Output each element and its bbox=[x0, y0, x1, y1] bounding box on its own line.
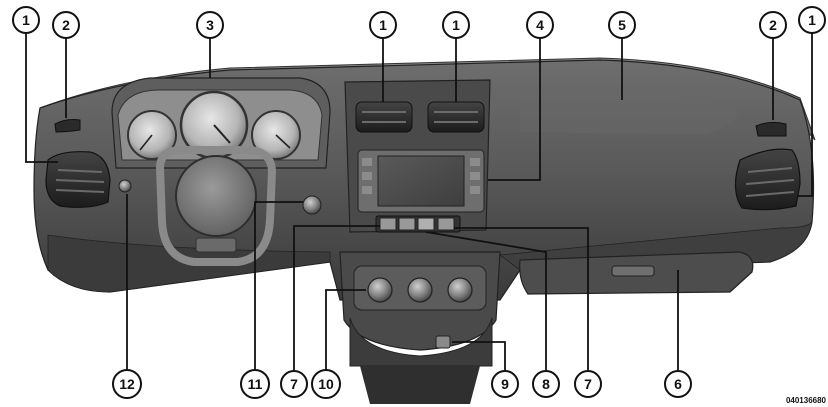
radio-side-button bbox=[470, 172, 480, 180]
lower-console bbox=[340, 252, 500, 404]
svg-text:2: 2 bbox=[62, 17, 70, 33]
svg-text:1: 1 bbox=[379, 17, 387, 33]
svg-text:12: 12 bbox=[119, 376, 135, 392]
radio-display-screen bbox=[378, 156, 464, 206]
svg-text:2: 2 bbox=[769, 17, 777, 33]
svg-text:11: 11 bbox=[248, 376, 263, 392]
svg-text:9: 9 bbox=[501, 376, 509, 392]
callout-1-center-vent-left: 1 bbox=[370, 12, 396, 38]
climate-knob-center bbox=[408, 278, 432, 302]
svg-text:8: 8 bbox=[542, 376, 550, 392]
left-dash-button bbox=[119, 180, 131, 192]
heated-seat-switch-right bbox=[438, 218, 454, 230]
svg-text:5: 5 bbox=[618, 17, 626, 33]
svg-text:1: 1 bbox=[452, 17, 460, 33]
center-vent-left bbox=[356, 102, 412, 132]
center-vent-right bbox=[428, 102, 484, 132]
climate-knob-right bbox=[448, 278, 472, 302]
svg-text:6: 6 bbox=[674, 376, 682, 392]
callout-7-switch-right: 7 bbox=[575, 371, 601, 397]
power-outlet bbox=[436, 336, 450, 348]
callout-9-power-outlet: 9 bbox=[492, 371, 518, 397]
callout-11-ignition: 11 bbox=[241, 370, 269, 398]
radio-side-button bbox=[362, 172, 372, 180]
svg-text:10: 10 bbox=[318, 376, 334, 392]
gear-tunnel bbox=[360, 366, 480, 404]
svg-text:1: 1 bbox=[808, 12, 816, 28]
center-switch bbox=[399, 218, 415, 230]
callout-2-left-defrost-vent: 2 bbox=[53, 12, 79, 38]
glove-box-latch bbox=[612, 266, 654, 276]
steering-wheel-hub bbox=[176, 156, 256, 236]
radio-side-button bbox=[470, 158, 480, 166]
hazard-switch bbox=[418, 218, 434, 230]
callout-7-switch-left: 7 bbox=[281, 371, 307, 397]
callout-4-radio: 4 bbox=[527, 12, 553, 38]
callout-12-dash-button: 12 bbox=[113, 370, 141, 398]
svg-text:4: 4 bbox=[536, 17, 544, 33]
svg-text:7: 7 bbox=[290, 376, 298, 392]
svg-text:1: 1 bbox=[22, 12, 30, 28]
callout-2-right-defrost-vent: 2 bbox=[760, 12, 786, 38]
radio-side-button bbox=[362, 158, 372, 166]
ignition-switch bbox=[303, 196, 321, 214]
heated-seat-switch-left bbox=[380, 218, 396, 230]
figure-code: 040136680 bbox=[786, 396, 826, 405]
callout-10-climate-controls: 10 bbox=[312, 370, 340, 398]
svg-text:3: 3 bbox=[206, 17, 214, 33]
callout-1-center-vent-right: 1 bbox=[443, 12, 469, 38]
steering-column bbox=[196, 238, 236, 252]
radio-side-button bbox=[362, 186, 372, 194]
callout-5-passenger-airbag: 5 bbox=[609, 12, 635, 38]
left-side-vent bbox=[46, 152, 110, 208]
callout-1-right-side-vent: 1 bbox=[799, 7, 825, 33]
callout-3-instrument-cluster: 3 bbox=[197, 12, 223, 38]
callout-1-left-side-vent: 1 bbox=[13, 7, 39, 33]
center-stack bbox=[345, 80, 490, 232]
svg-text:7: 7 bbox=[584, 376, 592, 392]
callout-6-glove-box: 6 bbox=[665, 371, 691, 397]
climate-knob-left bbox=[368, 278, 392, 302]
instrument-cluster bbox=[112, 78, 330, 168]
radio-side-button bbox=[470, 186, 480, 194]
right-defrost-vent bbox=[756, 122, 786, 136]
callout-8-hazard-switch: 8 bbox=[533, 371, 559, 397]
